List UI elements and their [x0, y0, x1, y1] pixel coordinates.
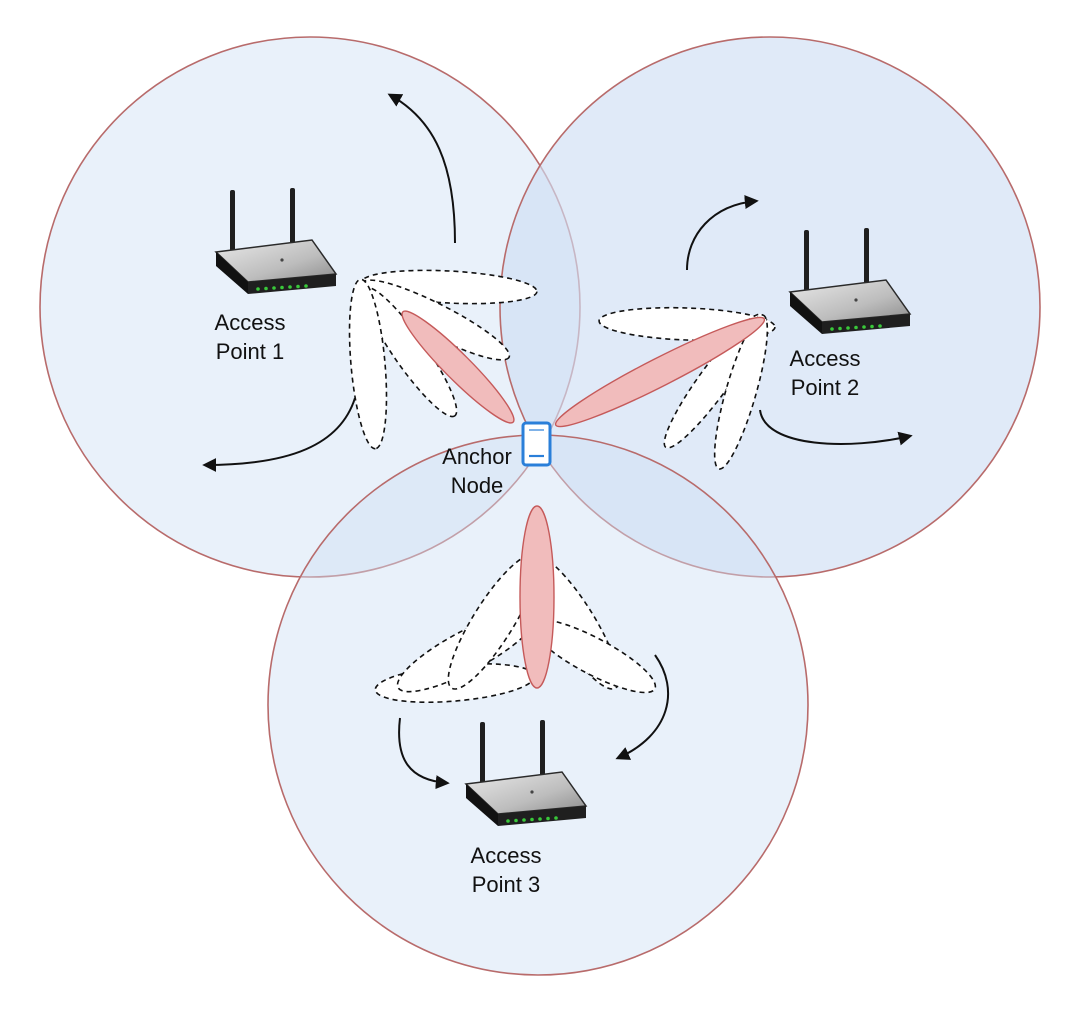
beam-lobes-ap1 [348, 269, 538, 450]
anchor-label-line2: Node [451, 473, 504, 498]
beam-lobes-ap3 [374, 505, 657, 704]
beam-lobe-active [519, 505, 555, 689]
coverage-areas [39, 36, 1041, 976]
ap2-label-line2: Point 2 [791, 375, 860, 400]
beam-lobes-ap2 [554, 306, 776, 470]
curved-arrow-icon [686, 195, 759, 271]
ap2-label-line1: Access [790, 346, 861, 371]
anchor-label: Anchor Node [442, 444, 512, 498]
ap1-label: Access Point 1 [215, 310, 286, 364]
beam-lobe [713, 314, 769, 470]
curved-arrow-icon [615, 654, 669, 760]
ap3-label-line2: Point 3 [472, 872, 541, 897]
beam-lobe-active [554, 316, 766, 428]
curved-arrow-icon [398, 717, 450, 790]
anchor-label-line1: Anchor [442, 444, 512, 469]
beam-lobe-active [401, 310, 515, 424]
beam-lobe [348, 278, 388, 450]
ap1-label-line2: Point 1 [216, 339, 285, 364]
mobile-device-icon [521, 421, 552, 467]
ap3-label-line1: Access [471, 843, 542, 868]
sweep-arrows [202, 93, 913, 790]
ap3-label: Access Point 3 [471, 843, 542, 897]
curved-arrow-icon [387, 93, 456, 244]
ap2-label: Access Point 2 [790, 346, 861, 400]
curved-arrow-icon [759, 409, 913, 446]
curved-arrow-icon [202, 397, 356, 472]
ap1-label-line1: Access [215, 310, 286, 335]
